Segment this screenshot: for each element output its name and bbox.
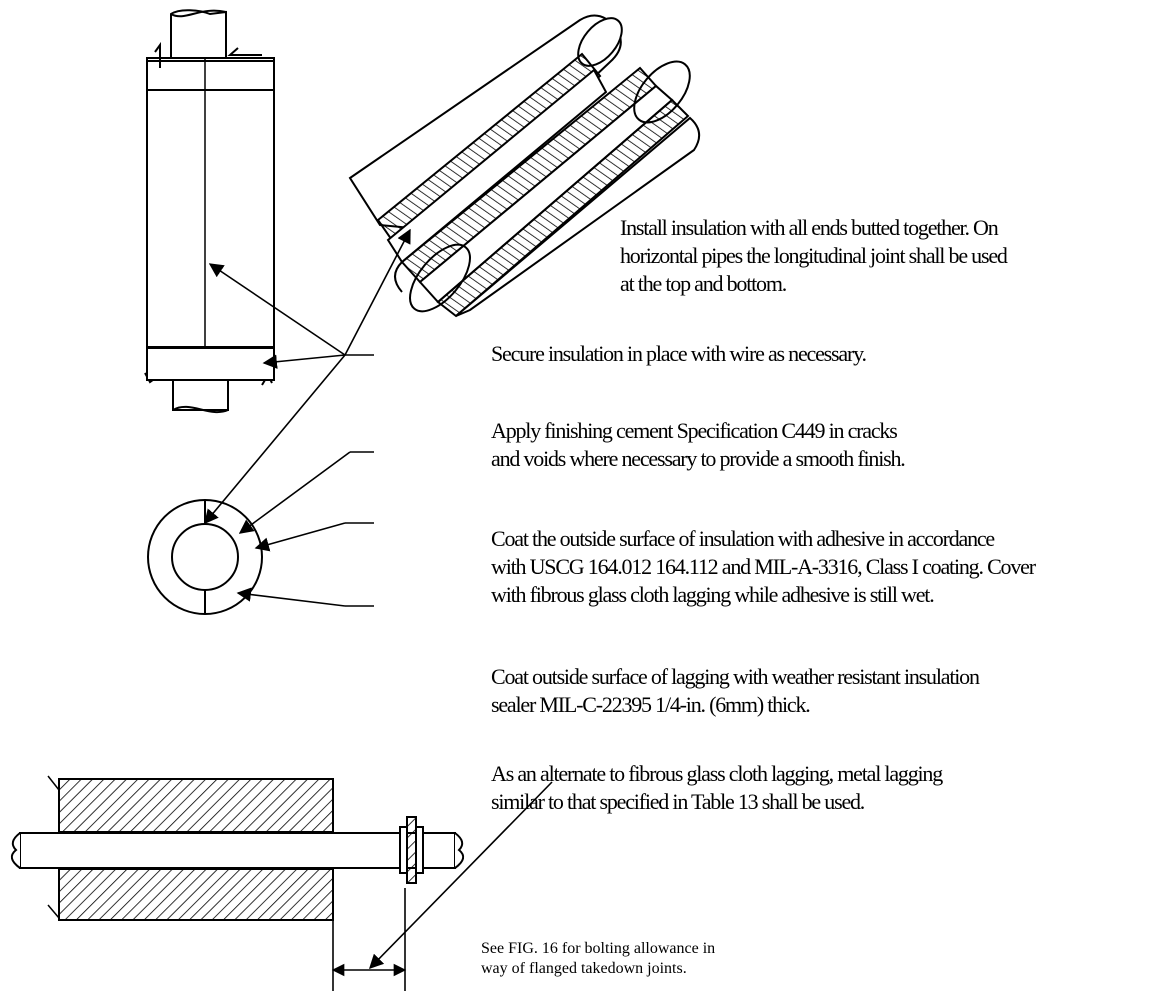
note-coat-adhesive: Coat the outside surface of insulation w…: [491, 525, 1036, 609]
note-line: at the top and bottom.: [620, 271, 787, 296]
note-line: See FIG. 16 for bolting allowance in: [481, 940, 716, 957]
note-line: and voids where necessary to provide a s…: [491, 446, 906, 471]
pipe-cross-section: [147, 499, 263, 615]
note-line: horizontal pipes the longitudinal joint …: [620, 243, 1008, 268]
note-install-insulation: Install insulation with all ends butted …: [620, 214, 1008, 298]
note-line: with fibrous glass cloth lagging while a…: [491, 582, 935, 607]
note-line: Apply finishing cement Specification C44…: [491, 418, 898, 443]
note-line: way of flanged takedown joints.: [481, 960, 687, 977]
note-line: Secure insulation in place with wire as …: [491, 341, 867, 366]
vertical-pipe-elevation: [144, 9, 275, 414]
insulation-cutaway-view: [348, 14, 701, 318]
leader-lines: [204, 228, 411, 607]
note-line: Install insulation with all ends butted …: [620, 215, 999, 240]
note-metal-lagging: As an alternate to fibrous glass cloth l…: [491, 760, 943, 816]
note-coat-sealer: Coat outside surface of lagging with wea…: [491, 663, 980, 719]
note-line: similar to that specified in Table 13 sh…: [491, 789, 865, 814]
note-line: Coat outside surface of lagging with wea…: [491, 664, 980, 689]
note-line: Coat the outside surface of insulation w…: [491, 526, 995, 551]
note-line: with USCG 164.012 164.112 and MIL-A-3316…: [491, 554, 1036, 579]
note-line: As an alternate to fibrous glass cloth l…: [491, 761, 943, 786]
note-bolting-allowance: See FIG. 16 for bolting allowance in way…: [481, 939, 715, 979]
note-line: sealer MIL-C-22395 1/4-in. (6mm) thick.: [491, 692, 811, 717]
flanged-pipe-elevation: [10, 775, 553, 991]
note-secure-wire: Secure insulation in place with wire as …: [491, 340, 867, 368]
note-finishing-cement: Apply finishing cement Specification C44…: [491, 417, 906, 473]
